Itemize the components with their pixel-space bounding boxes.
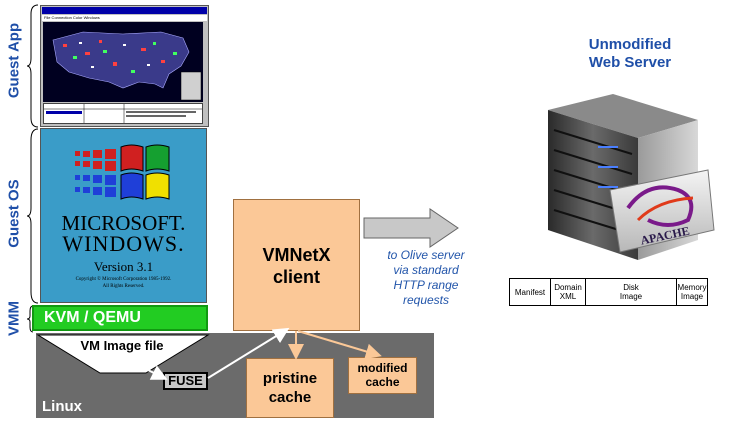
cell-text: Memory <box>677 283 707 292</box>
vmnetx-client-box: VMNetX client <box>233 199 360 331</box>
windows-rights: All Rights Reserved. <box>102 284 145 289</box>
web-server-title: Unmodified Web Server <box>560 36 700 72</box>
guest-os-brace <box>26 128 39 304</box>
kvm-qemu-box: KVM / QEMU <box>32 305 208 331</box>
guest-app-titlebar <box>42 7 207 14</box>
windows-logo-icon <box>75 144 170 200</box>
web-server-icon: APACHE <box>548 94 715 260</box>
cell-text: Manifest <box>514 287 546 297</box>
olive-line4: requests <box>402 293 450 307</box>
cell-text: Image <box>619 292 643 301</box>
server-cell-manifest: Manifest <box>510 279 551 305</box>
fuse-box: FUSE <box>163 372 208 390</box>
guest-app-brace <box>26 4 39 128</box>
olive-line1: to Olive server <box>387 248 465 262</box>
vm-image-file-label: VM Image file <box>80 338 164 353</box>
server-cell-domain-xml: Domain XML <box>551 279 586 305</box>
cell-text: Image <box>680 292 704 301</box>
linux-label: Linux <box>42 398 82 415</box>
server-cell-disk-image: Disk Image <box>586 279 677 305</box>
vm-image-file-shape <box>36 334 210 374</box>
pristine-label-line2: cache <box>268 389 312 406</box>
pristine-label-line1: pristine <box>262 370 318 387</box>
olive-server-annotation: to Olive server via standard HTTP range … <box>368 248 484 308</box>
modified-label-line2: cache <box>365 375 400 389</box>
modified-cache-box: modified cache <box>348 357 417 394</box>
cell-text: Domain <box>554 283 582 292</box>
vmnetx-label-line1: VMNetX <box>262 245 331 265</box>
modified-label-line1: modified <box>357 361 408 375</box>
server-cell-memory-image: Memory Image <box>677 279 707 305</box>
guest-app-status-table <box>43 103 203 124</box>
cell-text: XML <box>559 292 577 301</box>
guest-app-screenshot: File Connection Color Windows <box>40 5 209 127</box>
cell-text: Disk <box>623 283 639 292</box>
olive-line3: HTTP range <box>393 278 459 292</box>
server-title-line1: Unmodified <box>588 36 672 53</box>
pristine-cache-box: pristine cache <box>246 358 334 418</box>
windows-version: Version 3.1 <box>93 259 154 274</box>
microsoft-wordmark: MICROSOFT. <box>61 211 186 235</box>
server-title-line2: Web Server <box>588 54 672 71</box>
guest-os-windows-splash: MICROSOFT. WINDOWS. Version 3.1 Copyrigh… <box>40 128 207 303</box>
guest-app-menubar: File Connection Color Windows <box>42 15 207 21</box>
windows-wordmark: WINDOWS. <box>62 231 185 256</box>
windows-copyright: Copyright © Microsoft Corporation 1985-1… <box>75 277 172 282</box>
olive-line2: via standard <box>393 263 459 277</box>
vmnetx-label-line2: client <box>272 267 320 287</box>
us-map-image <box>43 22 203 102</box>
vmm-brace <box>26 305 34 333</box>
server-files-table: Manifest Domain XML Disk Image Memory Im… <box>509 278 708 306</box>
